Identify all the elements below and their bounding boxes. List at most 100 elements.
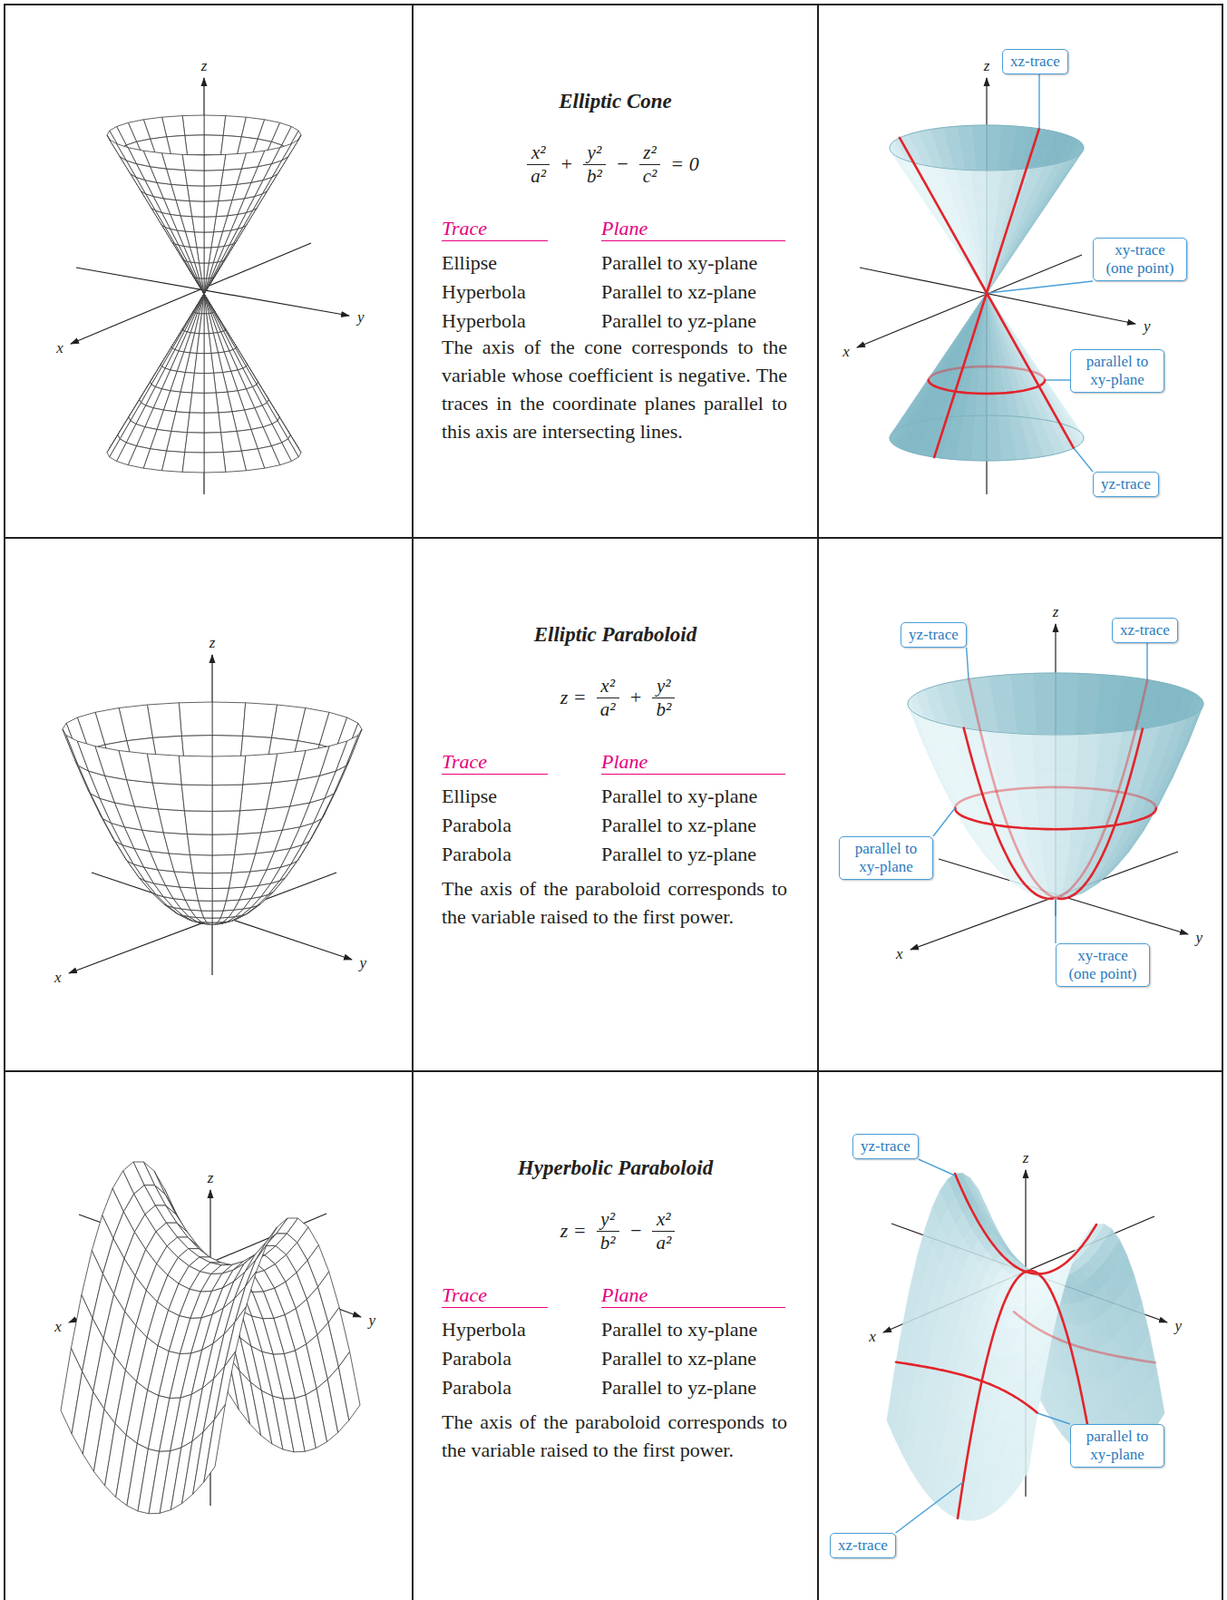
wireframe-patch (204, 372, 216, 393)
surface-patch (998, 418, 1013, 440)
wireframe-patch (182, 452, 205, 473)
wireframe-patch (204, 278, 211, 295)
wireframe-patch (146, 753, 182, 785)
surface-patch (979, 231, 987, 247)
wireframe-patch (195, 887, 213, 901)
wireframe-patch (234, 1271, 257, 1323)
wireframe-patch (189, 201, 205, 217)
wireframe-patch (204, 432, 224, 453)
wireframe-patch (212, 701, 246, 736)
surface-patch (981, 334, 987, 356)
surface-patch (973, 418, 987, 440)
surface-patch (986, 146, 1001, 167)
wireframe-patch (146, 702, 182, 739)
surface-patch (986, 231, 994, 247)
wireframe-patch (194, 353, 205, 374)
wireframe-patch (204, 412, 222, 433)
wireframe-patch (197, 293, 205, 314)
surface-patch (986, 185, 1001, 202)
wireframe-patch (224, 1306, 247, 1367)
wireframe-patch (223, 153, 246, 171)
surface-patch (974, 201, 987, 217)
wireframe-patch (185, 432, 205, 453)
wireframe-patch (194, 277, 205, 294)
wireframe-patch (218, 411, 237, 433)
surface-patch (977, 215, 988, 232)
surface-patch (1055, 672, 1080, 713)
wireframe-patch (182, 154, 205, 171)
wireframe-patch (237, 808, 267, 835)
surface-patch (960, 418, 975, 440)
wireframe-patch (162, 153, 186, 171)
wireframe-patch (192, 372, 205, 393)
saddle-wireframe (60, 1161, 361, 1514)
wireframe-patch (204, 201, 219, 217)
surface-patch (956, 438, 974, 461)
axes-group (68, 77, 1189, 1506)
surface-patch (1032, 672, 1057, 713)
wireframe-patch (187, 412, 205, 433)
wireframe-patch (204, 276, 215, 294)
wireframe-patch (187, 834, 214, 856)
surface-patch (960, 185, 975, 202)
wireframe-patch (204, 247, 212, 263)
wireframe-patch (193, 872, 213, 888)
wireframe-patch (198, 900, 213, 911)
wireframe-patch (240, 782, 273, 811)
grid-line (1221, 3, 1224, 1600)
wireframe-patch (157, 808, 187, 835)
table-grid (3, 3, 1224, 1600)
wireframe-patch (185, 170, 205, 187)
wireframe-patch (221, 168, 243, 186)
wireframe-patch (196, 333, 205, 354)
wireframe-patch (204, 277, 213, 294)
axis-line (910, 851, 1179, 950)
wireframe-patch (162, 450, 186, 472)
wireframe-patch (199, 262, 205, 279)
cone-surface (889, 125, 1084, 461)
surface-patch (986, 418, 1001, 440)
wireframe-patch (199, 293, 205, 314)
surface-patch (956, 169, 974, 186)
axis-line (91, 872, 352, 960)
wireframe-patch (163, 832, 190, 856)
wireframe-patch (212, 872, 232, 888)
wireframe-patch (204, 216, 216, 233)
grid-line (3, 3, 6, 1600)
wireframe-patch (190, 854, 214, 873)
wireframe-patch (204, 293, 215, 313)
wireframe-patch (197, 278, 205, 295)
wireframe-patch (204, 293, 209, 314)
wireframe-patch (199, 313, 205, 334)
paraboloid-wireframe (62, 701, 362, 925)
wireframe-patch (184, 810, 213, 835)
wireframe-patch (218, 184, 237, 201)
wireframe-patch (212, 834, 238, 856)
surface-patch (986, 215, 997, 232)
wireframe-patch (166, 431, 188, 453)
wireframe-patch (228, 871, 250, 888)
wireframe-patch (214, 1351, 236, 1421)
wireframe-patch (204, 1404, 226, 1482)
wireframe-patch (194, 293, 205, 313)
wireframe-patch (195, 277, 205, 294)
wireframe-patch (243, 753, 278, 785)
wireframe-patch (195, 293, 205, 313)
surface-patch (981, 246, 987, 263)
wireframe-patch (204, 452, 226, 473)
surface-patch (971, 439, 987, 461)
cone-wireframe (107, 115, 302, 473)
wireframe-patch (204, 353, 215, 374)
grid-line (817, 3, 819, 1600)
wireframe-patch (204, 115, 226, 136)
wireframe-patch (192, 216, 205, 233)
paraboloid-surface (907, 672, 1204, 899)
wireframe-patch (171, 184, 190, 201)
surface-patch (986, 262, 991, 278)
surface-patch (986, 334, 993, 356)
wireframe-patch (201, 293, 205, 314)
wireframe-patch (185, 135, 205, 156)
wireframe-patch (204, 170, 224, 187)
axis-line (938, 858, 1189, 935)
surface-patch (998, 185, 1013, 202)
